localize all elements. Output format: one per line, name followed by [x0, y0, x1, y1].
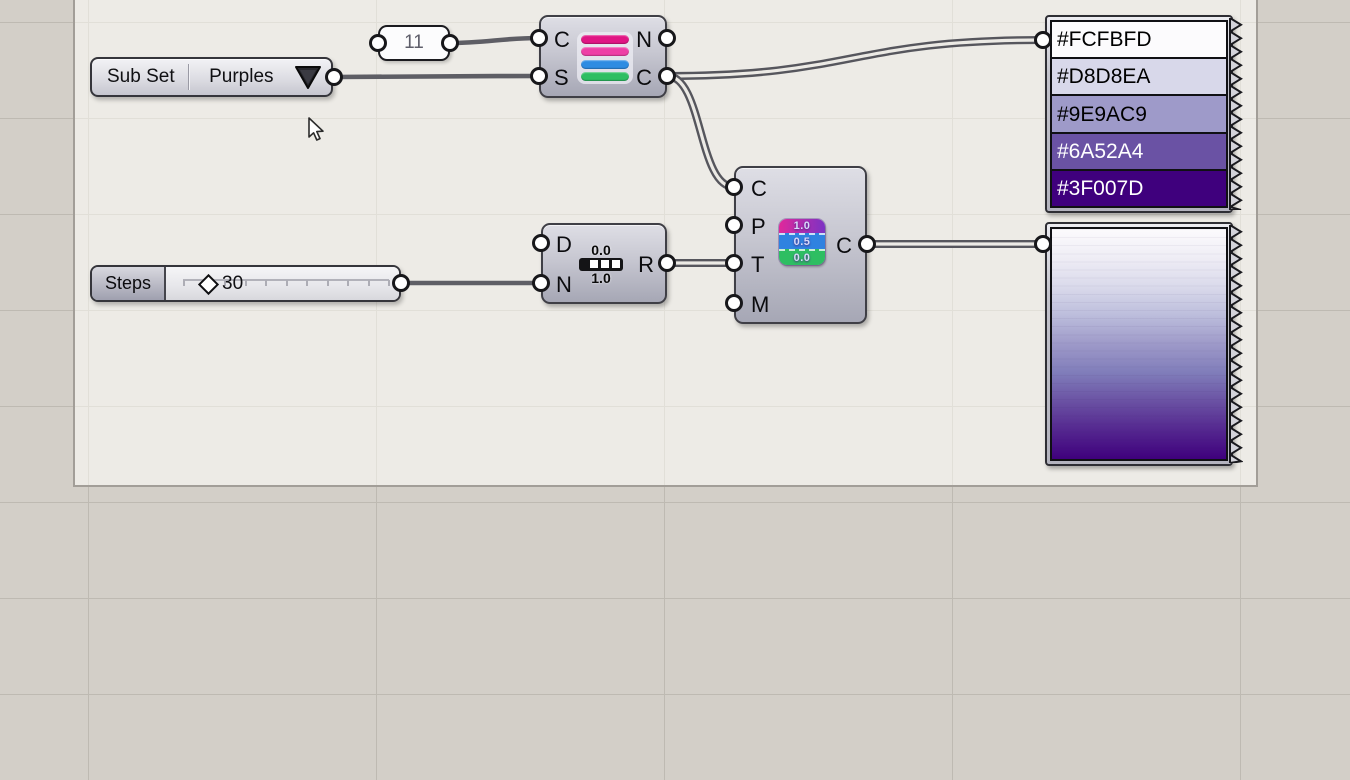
range-icon-bar: [579, 257, 623, 271]
hex-color-row: #9E9AC9: [1052, 94, 1226, 132]
wire: [665, 74, 736, 189]
port-gradient-input-c[interactable]: [725, 178, 743, 196]
gradient-icon: 1.0 0.5 0.0: [779, 219, 825, 265]
output-label: C: [636, 65, 652, 90]
value-list-selected: Purples: [209, 66, 274, 87]
input-label: D: [556, 232, 572, 257]
output-label: C: [836, 233, 852, 258]
port-scheme-input-s[interactable]: [530, 67, 548, 85]
range-icon: 0.0 1.0: [573, 233, 629, 295]
port-gradient-input-m[interactable]: [725, 294, 743, 312]
port-scheme-output-c[interactable]: [658, 67, 676, 85]
divider: [187, 64, 190, 90]
hex-color-row: #6A52A4: [1052, 131, 1226, 169]
gradient-panel[interactable]: [1045, 222, 1243, 466]
slider-value: 30: [222, 272, 244, 294]
port-gradient-input-p[interactable]: [725, 216, 743, 234]
slider-track[interactable]: 30: [166, 267, 399, 300]
wire: [665, 38, 1045, 78]
input-label: N: [556, 272, 572, 297]
input-label: M: [751, 292, 770, 317]
gradient-banding: [1052, 229, 1226, 459]
gradient-icon-row: 0.0: [779, 249, 825, 265]
value-list-name: Sub Set: [107, 66, 175, 87]
panel-torn-edge: [1229, 225, 1243, 463]
hex-colors-panel[interactable]: #FCFBFD#D8D8EA#9E9AC9#6A52A4#3F007D: [1045, 15, 1243, 213]
hex-color-row: #D8D8EA: [1052, 57, 1226, 95]
value-list-subset[interactable]: Sub Set Purples: [90, 57, 333, 97]
output-label: N: [636, 27, 652, 52]
number-panel-value: 11: [404, 32, 424, 53]
wire[interactable]: [331, 73, 542, 80]
output-label: R: [638, 252, 654, 277]
input-label: C: [751, 176, 767, 201]
port-slider-output[interactable]: [392, 274, 410, 292]
mouse-cursor-icon: [308, 117, 324, 141]
input-label: S: [554, 65, 569, 90]
port-gradient-panel-input[interactable]: [1034, 235, 1052, 253]
color-scheme-component[interactable]: C S N C: [539, 15, 667, 98]
range-icon-top-label: 0.0: [591, 241, 611, 258]
port-gradient-output-c[interactable]: [858, 235, 876, 253]
slider-name-nub[interactable]: Steps: [92, 267, 166, 300]
port-range-input-d[interactable]: [532, 234, 550, 252]
hex-color-row: #FCFBFD: [1052, 22, 1226, 58]
range-component[interactable]: D N R 0.0 1.0: [541, 223, 667, 304]
gradient-icon-row: 1.0: [779, 219, 825, 233]
slider-name: Steps: [104, 273, 152, 293]
port-scheme-output-n[interactable]: [658, 29, 676, 47]
slider-handle[interactable]: [197, 273, 220, 296]
color-scheme-icon: [577, 32, 633, 84]
port-hex-panel-input[interactable]: [1034, 31, 1052, 49]
panel-torn-edge: [1229, 18, 1243, 210]
input-label: P: [751, 214, 766, 239]
port-scheme-input-c[interactable]: [530, 29, 548, 47]
port-number-panel-input[interactable]: [369, 34, 387, 52]
input-label: C: [554, 27, 570, 52]
gradient-swatch: [1052, 229, 1226, 459]
wire[interactable]: [447, 35, 542, 46]
hex-panel-rows: #FCFBFD#D8D8EA#9E9AC9#6A52A4#3F007D: [1050, 20, 1228, 208]
port-number-panel-output[interactable]: [441, 34, 459, 52]
gradient-icon-row: 0.5: [779, 233, 825, 249]
steps-slider[interactable]: Steps 30: [90, 265, 401, 302]
gradient-component[interactable]: C P T M C 1.0 0.5 0.0: [734, 166, 867, 324]
dropdown-triangle-icon[interactable]: [293, 63, 323, 91]
gradient-panel-inner: [1050, 227, 1228, 461]
port-gradient-input-t[interactable]: [725, 254, 743, 272]
input-label: T: [751, 252, 765, 277]
range-icon-bottom-label: 1.0: [591, 269, 611, 286]
port-value-list-output[interactable]: [325, 68, 343, 86]
hex-color-row: #3F007D: [1052, 168, 1226, 206]
number-panel[interactable]: 11: [378, 25, 450, 61]
port-range-input-n[interactable]: [532, 274, 550, 292]
port-range-output-r[interactable]: [658, 254, 676, 272]
